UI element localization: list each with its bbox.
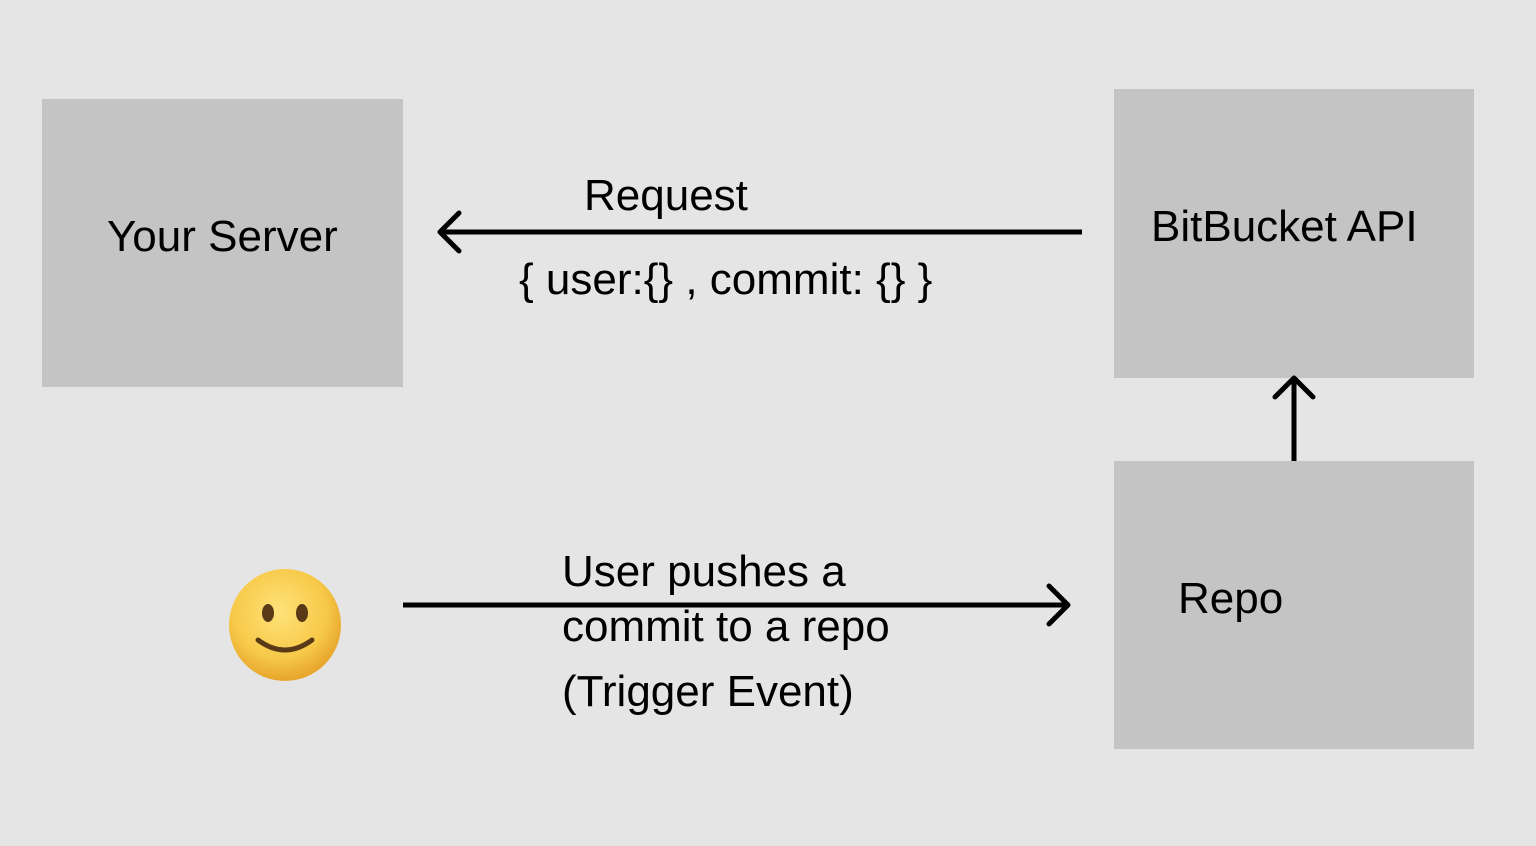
your-server-label: Your Server [107, 212, 338, 261]
your-server-box: Your Server [42, 99, 403, 387]
request-arrow [437, 210, 1082, 254]
bitbucket-api-label: BitBucket API [1151, 202, 1418, 251]
request-label: Request [584, 171, 748, 220]
bitbucket-api-box: BitBucket API [1114, 89, 1474, 378]
repo-box: Repo [1114, 461, 1474, 749]
push-label-line-3: (Trigger Event) [562, 667, 854, 716]
repo-label: Repo [1178, 574, 1284, 623]
push-label-line-2: commit to a repo [562, 602, 890, 651]
payload-label: { user:{} , commit: {} } [519, 255, 933, 304]
repo-to-api-arrow [1272, 375, 1316, 461]
push-arrow [403, 583, 1071, 627]
smiling-face-icon [229, 569, 341, 681]
push-label-line-1: User pushes a [562, 547, 846, 596]
